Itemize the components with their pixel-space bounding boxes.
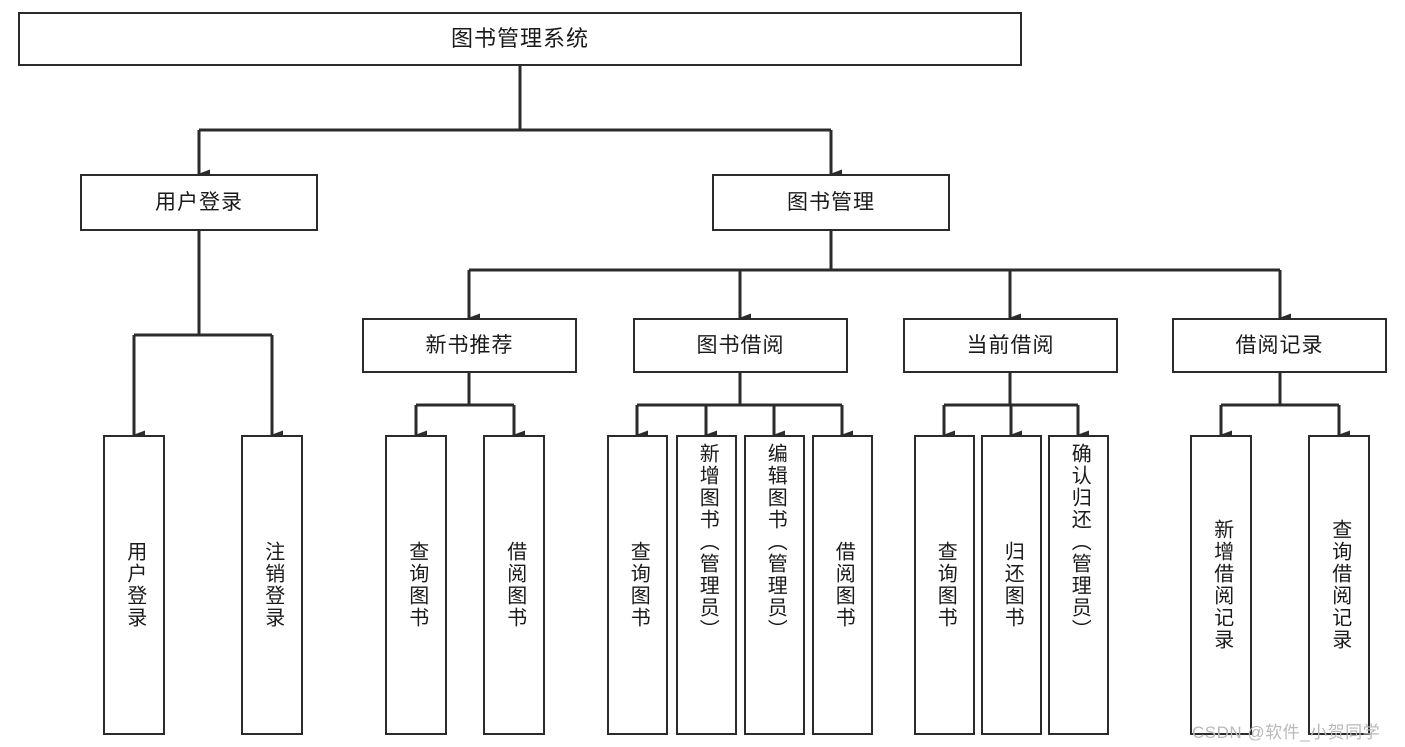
node-root-system[interactable]: 图书管理系统 bbox=[18, 12, 1022, 66]
node-current-borrow-label: 当前借阅 bbox=[966, 333, 1055, 357]
node-leaf-return-book-label: 归还图书 bbox=[1001, 541, 1024, 629]
node-new-book-recommend[interactable]: 新书推荐 bbox=[362, 318, 577, 373]
node-leaf-borrow-book-1[interactable]: 借阅图书 bbox=[483, 435, 545, 735]
node-book-management[interactable]: 图书管理 bbox=[712, 174, 950, 231]
node-leaf-borrow-book-1-label: 借阅图书 bbox=[503, 541, 526, 629]
node-leaf-query-borrow-record[interactable]: 查询借阅记录 bbox=[1308, 435, 1370, 735]
csdn-watermark: CSDN @软件_小贺同学 bbox=[1192, 723, 1381, 742]
node-leaf-logout-label: 注销登录 bbox=[261, 541, 284, 629]
node-current-borrow[interactable]: 当前借阅 bbox=[903, 318, 1118, 373]
node-user-login-label: 用户登录 bbox=[155, 190, 243, 214]
node-leaf-borrow-book-2[interactable]: 借阅图书 bbox=[812, 435, 873, 735]
node-book-borrow-label: 图书借阅 bbox=[696, 333, 785, 357]
node-leaf-query-book-1-label: 查询图书 bbox=[405, 541, 428, 629]
node-leaf-user-login[interactable]: 用户登录 bbox=[103, 435, 165, 735]
node-leaf-query-book-3[interactable]: 查询图书 bbox=[914, 435, 975, 735]
node-leaf-query-book-3-label: 查询图书 bbox=[934, 541, 957, 629]
node-leaf-logout[interactable]: 注销登录 bbox=[241, 435, 303, 735]
node-leaf-edit-book-admin[interactable]: 编辑图书（管理员） bbox=[744, 435, 805, 735]
node-user-login[interactable]: 用户登录 bbox=[80, 174, 318, 231]
node-leaf-add-book-admin[interactable]: 新增图书（管理员） bbox=[676, 435, 737, 735]
node-leaf-query-book-2[interactable]: 查询图书 bbox=[607, 435, 668, 735]
node-leaf-query-book-2-label: 查询图书 bbox=[627, 541, 650, 629]
node-leaf-user-login-label: 用户登录 bbox=[123, 541, 146, 629]
node-leaf-query-book-1[interactable]: 查询图书 bbox=[385, 435, 447, 735]
node-leaf-confirm-return-admin-label: 确认归还（管理员） bbox=[1068, 443, 1091, 641]
node-new-book-recommend-label: 新书推荐 bbox=[425, 333, 514, 357]
node-leaf-add-book-admin-label: 新增图书（管理员） bbox=[696, 443, 719, 641]
node-book-borrow[interactable]: 图书借阅 bbox=[633, 318, 848, 373]
node-leaf-edit-book-admin-label: 编辑图书（管理员） bbox=[764, 443, 787, 641]
node-book-management-label: 图书管理 bbox=[787, 190, 875, 214]
connector-lines bbox=[132, 66, 1350, 440]
node-borrow-record[interactable]: 借阅记录 bbox=[1172, 318, 1387, 373]
node-leaf-borrow-book-2-label: 借阅图书 bbox=[832, 541, 855, 629]
node-root-system-label: 图书管理系统 bbox=[450, 25, 589, 51]
node-leaf-add-borrow-record[interactable]: 新增借阅记录 bbox=[1190, 435, 1252, 735]
node-leaf-query-borrow-record-label: 查询借阅记录 bbox=[1328, 519, 1351, 651]
node-leaf-confirm-return-admin[interactable]: 确认归还（管理员） bbox=[1048, 435, 1109, 735]
node-borrow-record-label: 借阅记录 bbox=[1235, 333, 1324, 357]
node-leaf-add-borrow-record-label: 新增借阅记录 bbox=[1210, 519, 1233, 651]
node-leaf-return-book[interactable]: 归还图书 bbox=[981, 435, 1042, 735]
